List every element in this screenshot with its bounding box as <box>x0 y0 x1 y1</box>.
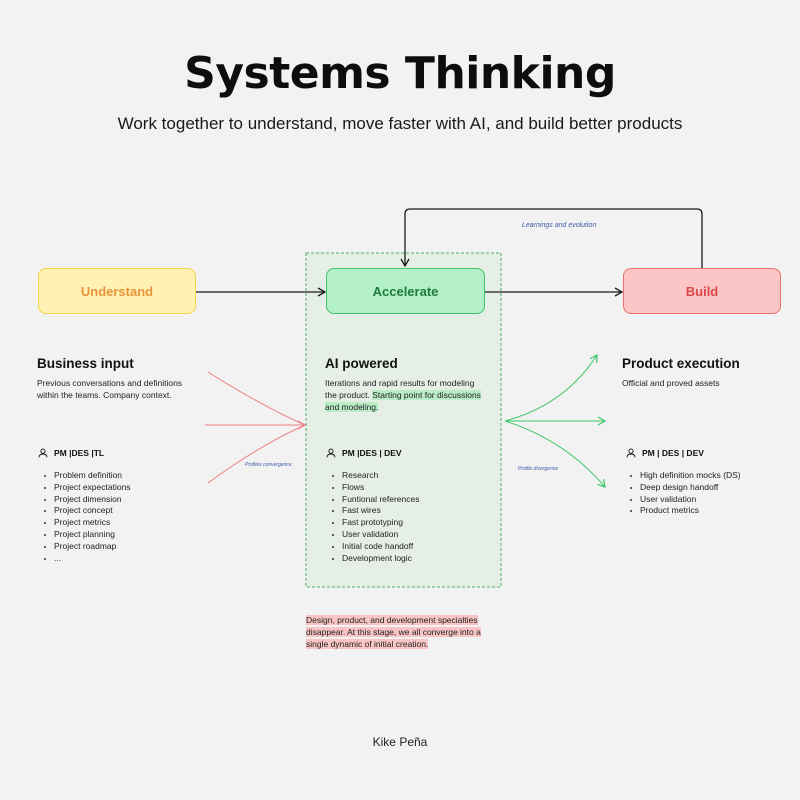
list-item: Initial code handoff <box>328 541 420 553</box>
list-item: Project planning <box>40 529 131 541</box>
list-item: Development logic <box>328 553 420 565</box>
build-column: Product execution Official and proved as… <box>622 356 800 389</box>
divergence-line-bottom <box>504 420 606 488</box>
convergence-line-top <box>207 371 306 426</box>
list-item: Project concept <box>40 505 131 517</box>
accelerate-roles: PM |DES | DEV <box>326 448 402 458</box>
person-icon <box>38 448 48 458</box>
list-item: Product metrics <box>626 505 741 517</box>
list-item: User validation <box>626 494 741 506</box>
list-item: User validation <box>328 529 420 541</box>
author-credit: Kike Peña <box>372 735 428 749</box>
convergence-note: Design, product, and development special… <box>306 614 491 650</box>
list-item: Fast wires <box>328 505 420 517</box>
list-item: Project roadmap <box>40 541 131 553</box>
accelerate-description: Iterations and rapid results for modelin… <box>325 377 487 413</box>
build-roles: PM | DES | DEV <box>626 448 704 458</box>
feedback-label: Learnings and evolution <box>522 222 597 229</box>
understand-column: Business input Previous conversations an… <box>37 356 237 401</box>
convergence-label: Profiles convergence <box>245 462 292 468</box>
page-title: Systems Thinking <box>184 48 616 99</box>
feedback-loop-arrow <box>400 208 703 268</box>
list-item: Project expectations <box>40 482 131 494</box>
list-item: ... <box>40 553 131 565</box>
divergence-label: Profile divergence <box>518 466 559 472</box>
list-item: Deep design handoff <box>626 482 741 494</box>
list-item: Fast prototyping <box>328 517 420 529</box>
list-item: Problem definition <box>40 470 131 482</box>
stage-understand: Understand <box>38 268 196 314</box>
stage-accelerate: Accelerate <box>326 268 485 314</box>
understand-roles: PM |DES |TL <box>38 448 104 458</box>
convergence-line-bottom <box>207 424 306 484</box>
person-icon <box>326 448 336 458</box>
understand-roles-text: PM |DES |TL <box>54 448 105 458</box>
page-subtitle: Work together to understand, move faster… <box>117 114 683 133</box>
accelerate-column: AI powered Iterations and rapid results … <box>325 356 525 413</box>
convergence-note-text: Design, product, and development special… <box>306 615 481 649</box>
understand-description: Previous conversations and definitions w… <box>37 378 183 400</box>
accelerate-roles-text: PM |DES | DEV <box>342 448 402 458</box>
list-item: Project metrics <box>40 517 131 529</box>
person-icon <box>626 448 636 458</box>
divergence-line-top <box>504 353 598 422</box>
accelerate-heading: AI powered <box>325 356 398 371</box>
build-roles-text: PM | DES | DEV <box>642 448 704 458</box>
list-item: Research <box>328 470 420 482</box>
accelerate-list: Research Flows Funtional references Fast… <box>328 470 420 564</box>
list-item: Project dimension <box>40 494 131 506</box>
list-item: High definition mocks (DS) <box>626 470 741 482</box>
understand-list: Problem definition Project expectations … <box>40 470 131 564</box>
list-item: Funtional references <box>328 494 420 506</box>
build-list: High definition mocks (DS) Deep design h… <box>626 470 741 517</box>
stage-build: Build <box>623 268 781 314</box>
build-heading: Product execution <box>622 356 740 371</box>
accelerate-description-plain: Iterations and rapid results for modelin… <box>325 378 475 400</box>
build-description: Official and proved assets <box>622 378 720 388</box>
understand-heading: Business input <box>37 356 134 371</box>
list-item: Flows <box>328 482 420 494</box>
